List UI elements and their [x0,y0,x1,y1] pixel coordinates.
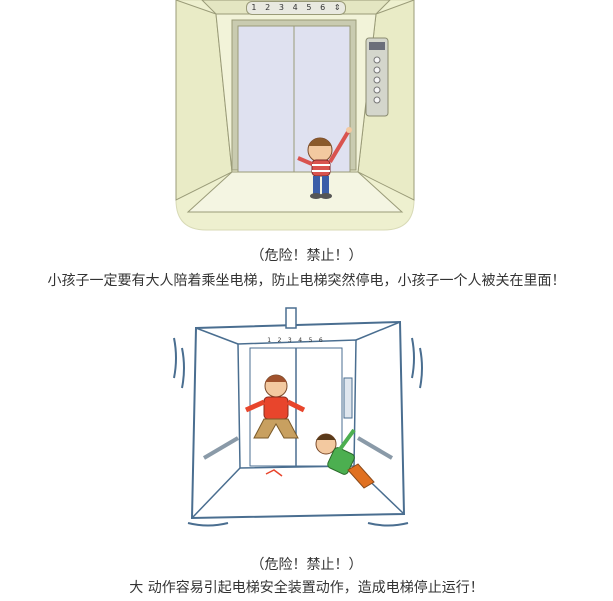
boy-figure-jumping [244,374,306,439]
warning-text-2: 大 动作容易引起电梯安全装置动作，造成电梯停止运行！ [129,580,484,596]
warning-caption-2: （危险！禁止！） [250,557,363,573]
illustration-elevator-alone: 1 2 3 4 5 6 ⇕ [172,0,418,232]
up-down-arrow-icon: ⇕ [333,3,341,12]
child-figure [297,127,352,199]
floor-number: 1 [251,3,257,12]
warning-text-1: 小孩子一定要有大人陪着乘坐电梯，防止电梯突然停电，小孩子一个人被关在里面！ [47,273,566,289]
floor-number: 6 [318,337,323,344]
floor-number: 2 [277,337,282,344]
floor-number: 1 [267,337,272,344]
boy-figure-falling [315,428,375,489]
floor-number: 4 [298,337,303,344]
floor-number: 5 [306,3,312,12]
warning-caption-1: （危险！禁止！） [250,248,363,264]
floor-indicator: 1 2 3 4 5 6 [264,337,326,345]
floor-number: 3 [287,337,292,344]
floor-number: 2 [265,3,271,12]
floor-number: 5 [308,337,313,344]
floor-number: 6 [320,3,326,12]
floor-indicator: 1 2 3 4 5 6 ⇕ [246,1,346,15]
illustration-elevator-jumping: 1 2 3 4 5 6 [168,298,428,538]
floor-number: 4 [292,3,298,12]
floor-number: 3 [278,3,284,12]
